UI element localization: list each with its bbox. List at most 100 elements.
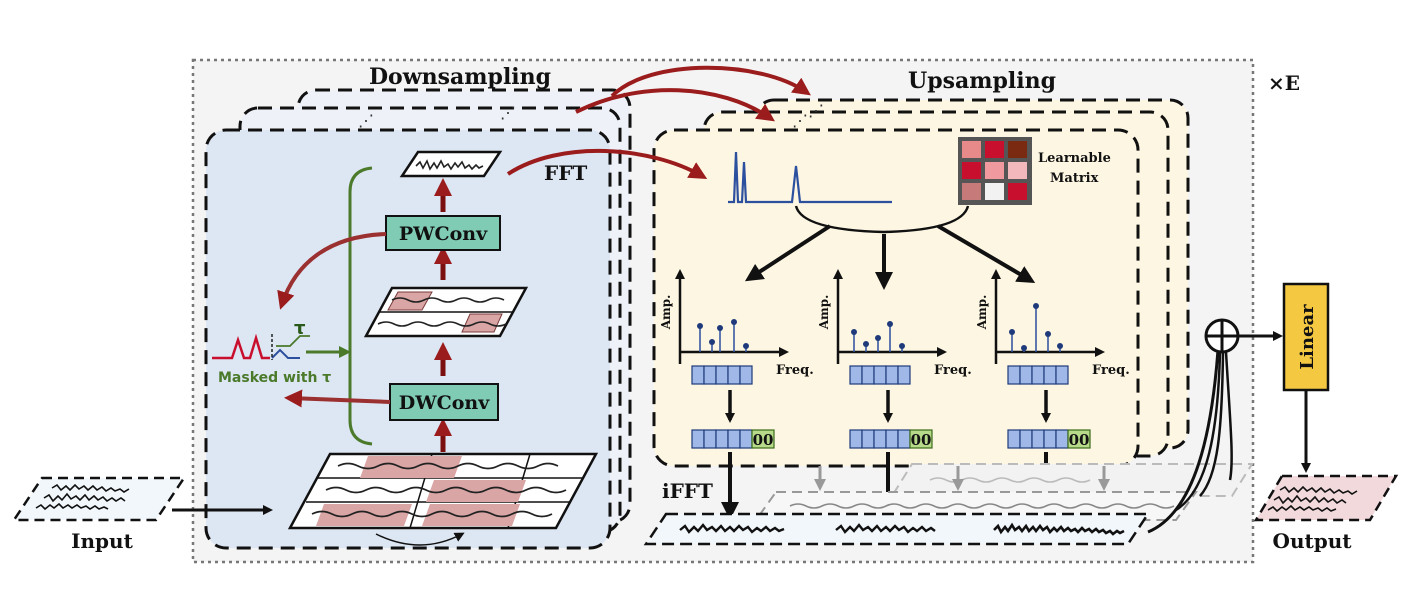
zero-pad-label: 00 <box>753 431 774 449</box>
dwconv-to-mask-arrow <box>284 389 391 408</box>
matrix-cell <box>985 183 1004 200</box>
spectrum-point <box>899 343 905 349</box>
padded-token <box>861 429 875 449</box>
learnable-label-1: Learnable <box>1038 151 1111 166</box>
masked-label: Masked with τ <box>218 370 331 386</box>
amp-label: Amp. <box>817 295 831 331</box>
ifft-wave-3 <box>993 522 1125 536</box>
output-wave-1 <box>1279 485 1358 495</box>
spectrum-point <box>875 335 881 341</box>
spectrum-point <box>863 341 869 347</box>
layer-dots-2: ⋰ <box>500 105 516 122</box>
padded-token <box>1043 429 1057 449</box>
padded-token <box>1007 429 1021 449</box>
block-bracket <box>348 166 373 446</box>
freq-token <box>1043 365 1057 385</box>
skip-arrow-top <box>610 65 811 98</box>
spectrum-point <box>1009 329 1015 335</box>
spectrum-point <box>709 339 715 345</box>
padded-token <box>691 429 705 449</box>
freq-token <box>861 365 875 385</box>
freq-token <box>873 365 887 385</box>
freq-label: Freq. <box>934 363 972 378</box>
zero-pad-cell <box>1067 429 1091 449</box>
padded-token <box>739 429 753 449</box>
output-wave-3 <box>1267 504 1337 513</box>
upsampling-title: Upsampling <box>908 68 1056 94</box>
downsampling-panel <box>204 128 612 550</box>
spectrum-point <box>1021 345 1027 351</box>
matrix-cell <box>962 162 981 179</box>
ifft-label: iFFT <box>662 479 713 503</box>
freq-token <box>1007 365 1021 385</box>
input-label: Input <box>71 529 133 553</box>
freq-token <box>885 365 899 385</box>
conv-output-signal <box>399 150 503 178</box>
split-arrow-left <box>744 224 832 282</box>
frequency-subplot: Amp.Freq.00 <box>975 269 1130 520</box>
zero-pad-cell <box>751 429 775 449</box>
repeat-label: ×E <box>1268 71 1300 95</box>
padded-token <box>1055 429 1069 449</box>
layer-dots-4: ⋰ <box>808 103 824 120</box>
input-wave-3 <box>35 502 109 511</box>
freq-token <box>1031 365 1045 385</box>
matrix-cell <box>1008 162 1027 179</box>
input-patch-1 <box>360 456 462 478</box>
split-arrow-right <box>936 224 1036 284</box>
output-label: Output <box>1273 529 1353 553</box>
learnable-matrix-cells <box>962 141 1027 200</box>
mask-spectrum <box>212 333 270 360</box>
spectrum-point <box>731 319 737 325</box>
tau-symbol: τ <box>294 318 306 339</box>
downsampling-title: Downsampling <box>369 64 551 90</box>
pwconv-box <box>385 215 501 251</box>
spectrum-point <box>697 323 703 329</box>
output-signal-box <box>1253 474 1399 522</box>
dwconv-box <box>389 383 499 421</box>
spectrum-point <box>743 343 749 349</box>
freq-token <box>715 365 729 385</box>
freq-token <box>1019 365 1033 385</box>
dwconv-label: DWConv <box>399 392 490 414</box>
amp-label: Amp. <box>975 295 989 331</box>
freq-token <box>897 365 911 385</box>
spectrum-point <box>887 321 893 327</box>
padded-token <box>703 429 717 449</box>
matrix-cell <box>985 162 1004 179</box>
sum-curve-2 <box>1175 351 1222 512</box>
padded-token <box>873 429 887 449</box>
input-patch-3 <box>316 504 412 526</box>
freq-token <box>727 365 741 385</box>
zero-pad-cell <box>909 429 933 449</box>
pwconv-label: PWConv <box>399 223 488 245</box>
layer-dots-3: ⋰ <box>792 113 808 130</box>
skip-arrow-mid <box>575 88 775 122</box>
zero-pad-label: 00 <box>1069 431 1090 449</box>
output-wave-2 <box>1273 494 1347 505</box>
amp-label: Amp. <box>659 295 673 331</box>
input-wave-1 <box>51 483 130 493</box>
sum-curve-3 <box>1199 351 1225 497</box>
pwconv-to-mask-arrow <box>277 232 387 310</box>
freq-token <box>849 365 863 385</box>
padded-token <box>885 429 899 449</box>
layer-dots-1: ⋰ <box>358 113 374 130</box>
input-wave-2 <box>43 492 126 503</box>
input-patch-2 <box>426 480 526 502</box>
split-brace <box>794 205 970 234</box>
spectrum-point <box>851 329 857 335</box>
sum-curve-1 <box>1147 349 1220 534</box>
spectrum-point <box>1045 331 1051 337</box>
matrix-cell <box>962 141 981 158</box>
zero-pad-label: 00 <box>911 431 932 449</box>
freq-token <box>691 365 705 385</box>
freq-label: Freq. <box>776 363 814 378</box>
padded-token <box>715 429 729 449</box>
ifft-wave-2 <box>835 523 936 534</box>
fft-arrow <box>506 148 708 179</box>
padded-token <box>897 429 911 449</box>
matrix-cell <box>1008 183 1027 200</box>
